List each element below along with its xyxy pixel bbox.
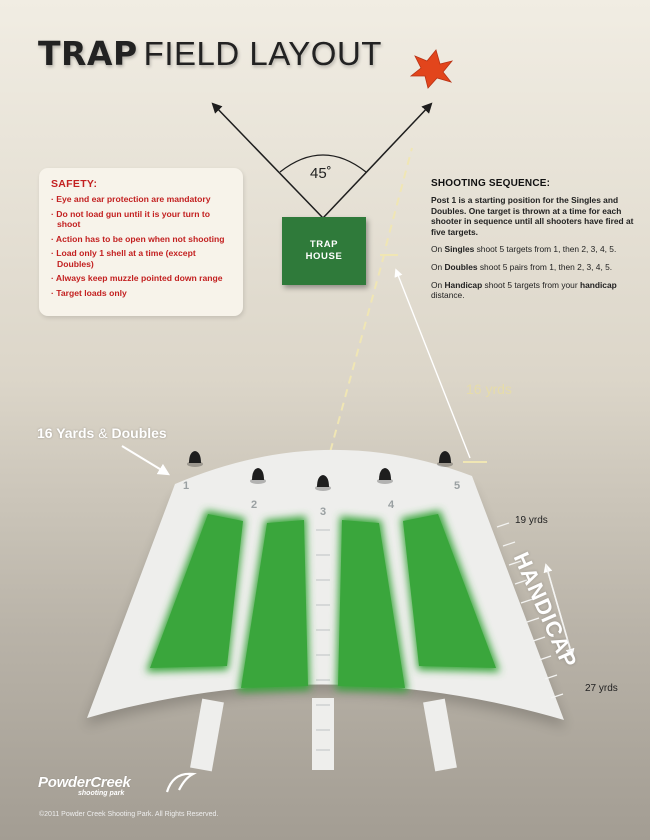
shooting-sequence-panel: SHOOTING SEQUENCE: Post 1 is a starting … (431, 178, 636, 308)
trap-house-line1: TRAP (309, 239, 339, 250)
doubles-label: 16 Yards & Doubles (37, 425, 167, 441)
logo-swoosh-icon (165, 772, 197, 793)
doubles-label-a: 16 Yards (37, 425, 99, 441)
handicap-start-label: 19 yrds (515, 515, 548, 526)
handicap-yard-ticks (496, 522, 564, 699)
shooter-marker-2 (250, 468, 266, 484)
sequence-heading: SHOOTING SEQUENCE: (431, 178, 551, 189)
shooter-markers (187, 451, 453, 491)
yards-16-label: 16 yrds (466, 381, 512, 397)
handicap-text: shoot 5 targets from your (482, 279, 580, 290)
post-number-2: 2 (250, 499, 258, 511)
handicap-tail: distance. (431, 290, 465, 301)
handicap-range-arrow (543, 563, 575, 658)
shooter-marker-1 (187, 451, 203, 467)
handicap-end-label: 27 yrds (585, 683, 618, 694)
copyright-notice: ©2011 Powder Creek Shooting Park. All Ri… (39, 811, 219, 818)
logo-sub: shooting park (78, 790, 125, 797)
safety-heading: SAFETY: (51, 178, 98, 190)
doubles-label-b: Doubles (111, 425, 167, 441)
angle-label: 45˚ (310, 165, 332, 182)
singles-mode: Singles (444, 244, 475, 255)
post-number-5: 5 (453, 480, 461, 492)
singles-text: shoot 5 targets from 1, then 2, 3, 4, 5. (474, 244, 617, 255)
clay-target-icon (409, 49, 454, 89)
handicap-tail-bold: handicap (579, 279, 617, 290)
shooting-field (87, 449, 564, 772)
safety-item: · Eye and ear protection are mandatory (51, 194, 211, 204)
doubles-label-amp: & (98, 425, 112, 441)
title-strong: TRAP (38, 34, 138, 73)
handicap-prefix: On (431, 279, 445, 290)
trap-house: TRAP HOUSE (282, 217, 366, 285)
doubles-text: shoot 5 pairs from 1, then 2, 3, 4, 5. (477, 261, 613, 272)
sequence-handicap: On Handicap shoot 5 targets from your ha… (431, 280, 636, 301)
safety-item: · Target loads only (51, 287, 127, 298)
post-number-3: 3 (319, 506, 327, 518)
shooter-marker-3 (315, 475, 331, 491)
brand-logo: PowderCreek shooting park (38, 772, 197, 797)
logo-brand: PowderCreek (38, 774, 131, 791)
trap-house-line2: HOUSE (305, 251, 343, 262)
safety-item: · Load only 1 shell at a time (except Do… (51, 248, 196, 269)
safety-item: · Action has to be open when not shootin… (51, 233, 225, 244)
title-light: FIELD LAYOUT (143, 35, 382, 72)
doubles-pointer-arrow (121, 445, 171, 476)
singles-prefix: On (431, 244, 445, 255)
doubles-prefix: On (431, 261, 445, 272)
yard-16-marker (394, 268, 487, 463)
safety-item: · Do not load gun until it is your turn … (51, 208, 210, 230)
sequence-singles: On Singles shoot 5 targets from 1, then … (431, 244, 636, 255)
safety-item: · Always keep muzzle pointed down range (51, 273, 223, 283)
throw-angle-arrows (211, 102, 433, 219)
shooter-marker-5 (437, 451, 453, 467)
sequence-doubles: On Doubles shoot 5 pairs from 1, then 2,… (431, 262, 636, 273)
flight-path-lines (322, 147, 413, 479)
safety-list: · Eye and ear protection are mandatory ·… (51, 194, 231, 298)
post-number-4: 4 (387, 499, 395, 511)
post-number-1: 1 (182, 480, 190, 492)
sequence-intro: Post 1 is a starting position for the Si… (431, 195, 634, 237)
safety-panel: SAFETY: · Eye and ear protection are man… (39, 168, 243, 316)
handicap-mode: Handicap (444, 279, 483, 290)
doubles-mode: Doubles (444, 261, 478, 272)
shooter-marker-4 (377, 468, 393, 484)
